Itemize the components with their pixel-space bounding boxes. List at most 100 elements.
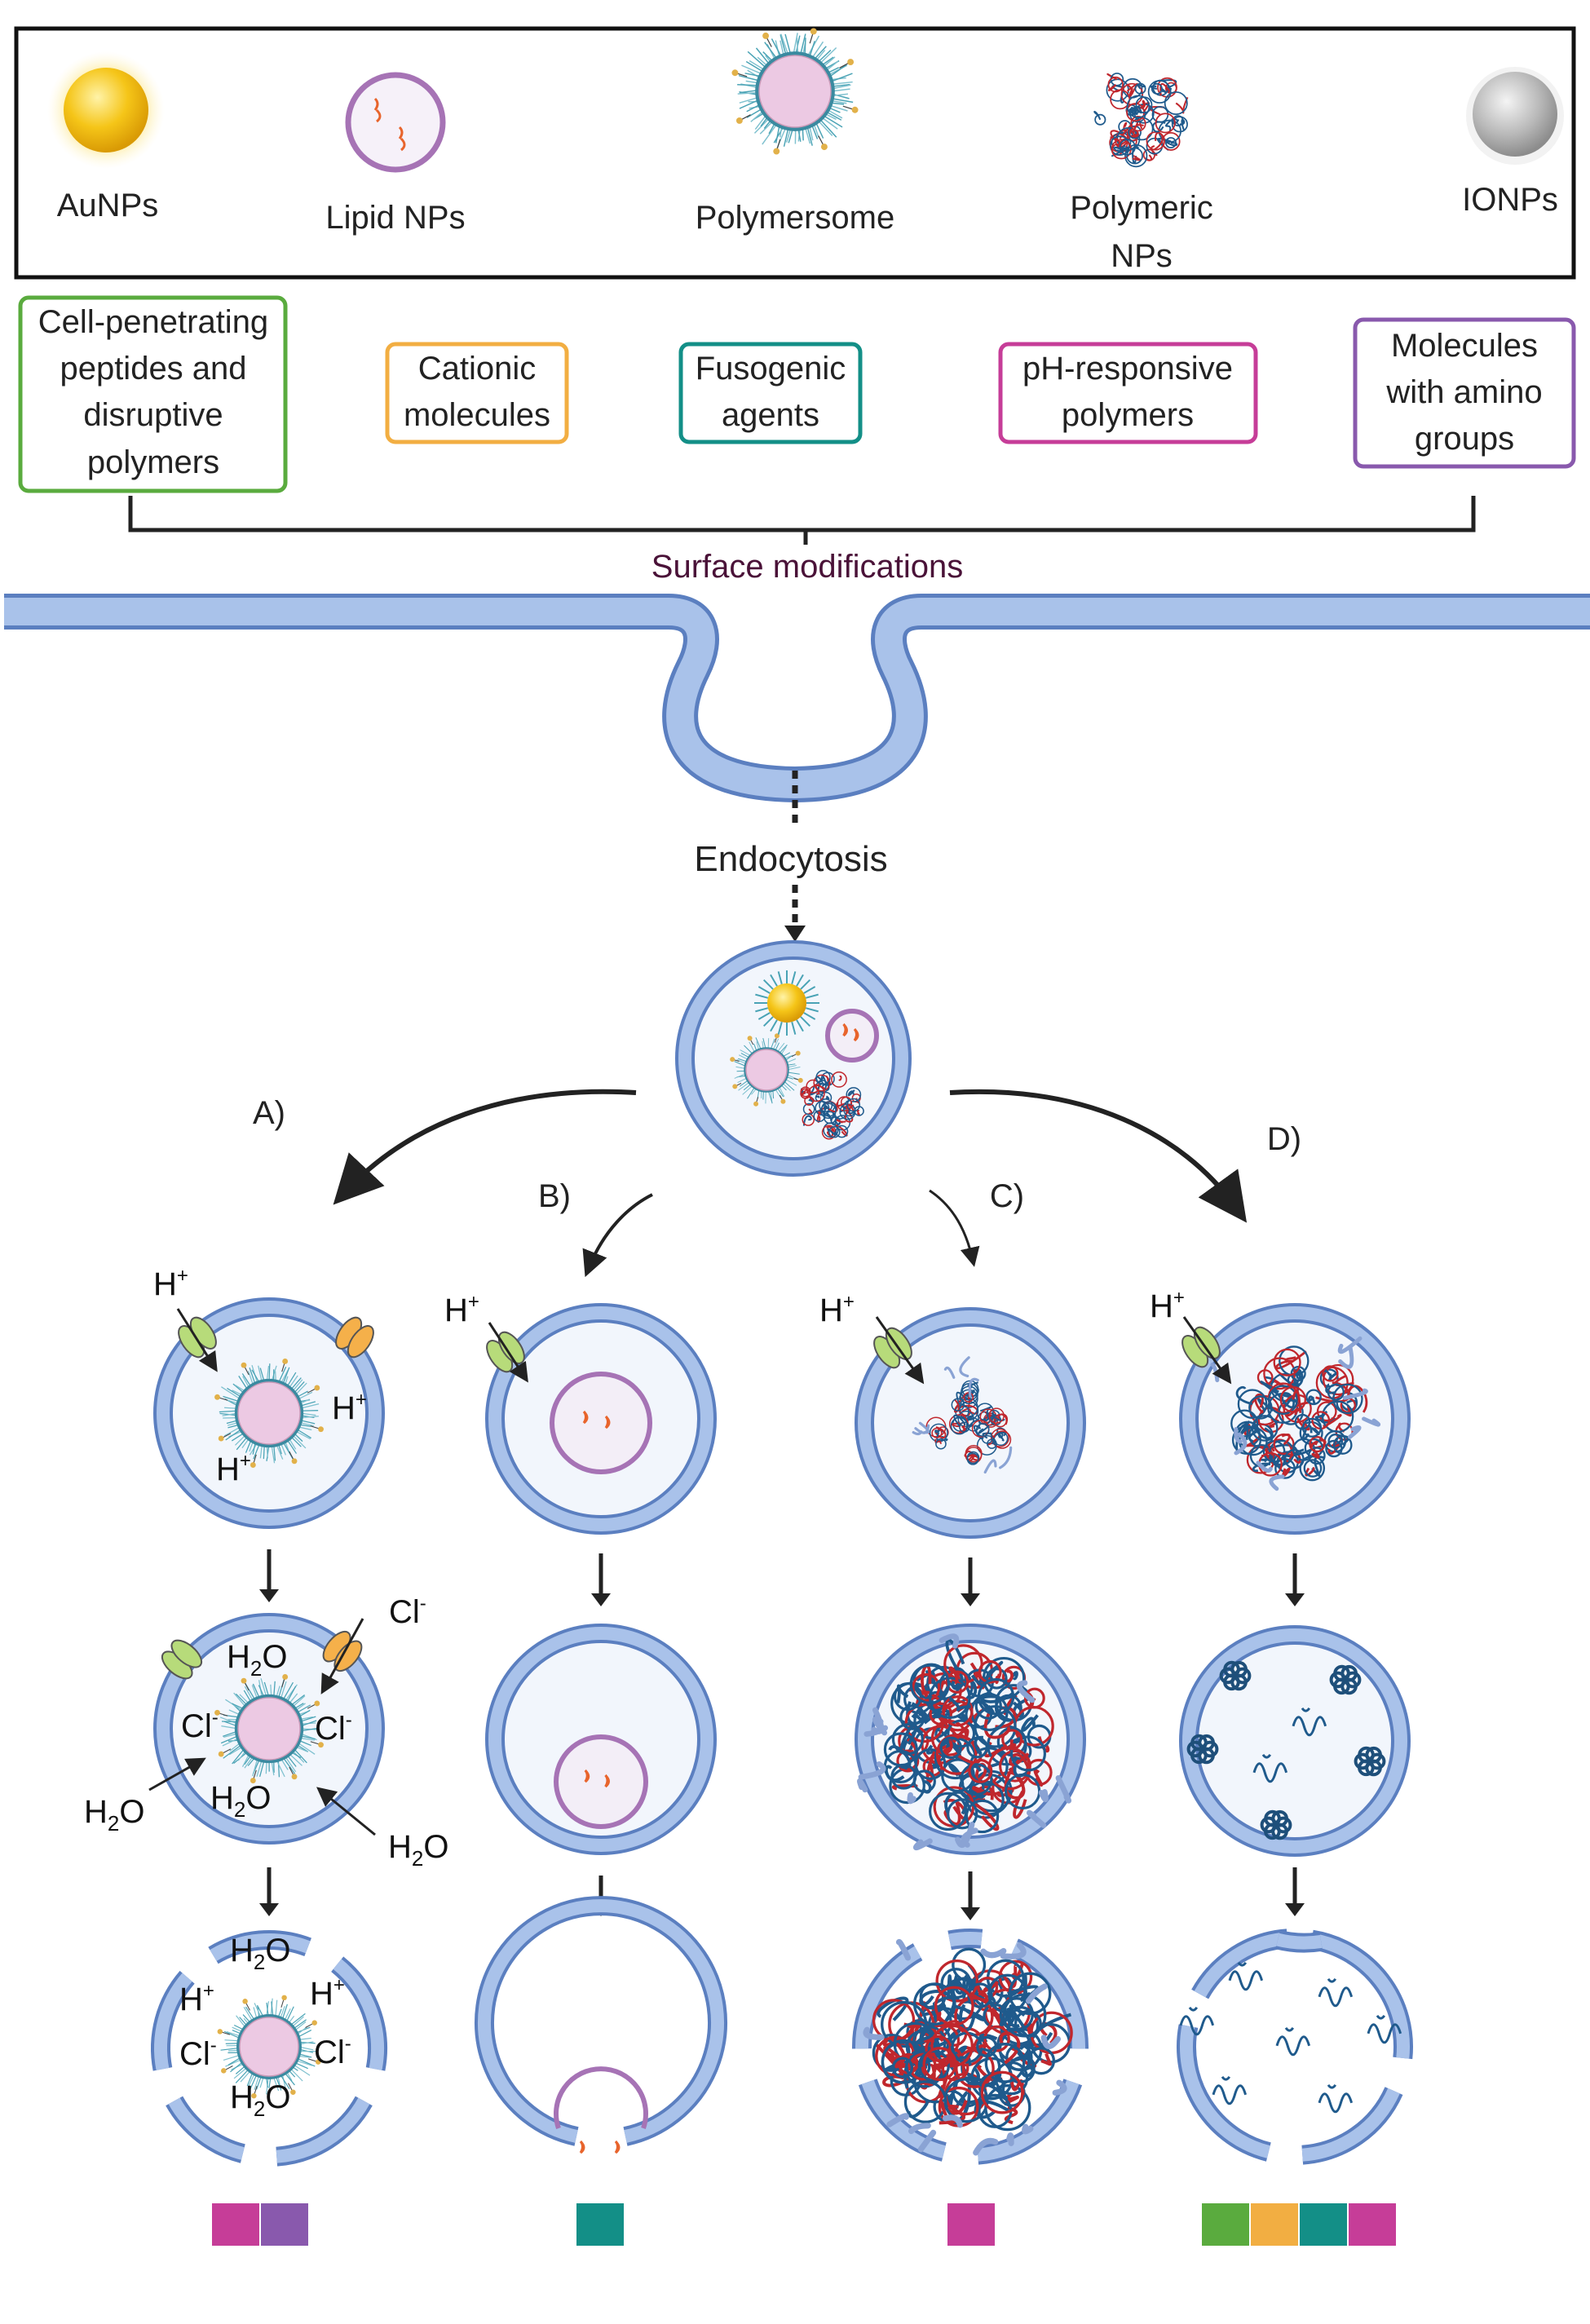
endosome-lipid-nanoparticle — [825, 1009, 879, 1063]
modification-line: groups — [1415, 421, 1514, 457]
polymersome-icon-shape — [731, 28, 859, 155]
endosome-polymersome — [730, 1033, 803, 1107]
proton-pump-icon — [178, 1316, 217, 1359]
proton-pump-icon — [161, 1639, 203, 1680]
proton-pump-icon — [1181, 1326, 1221, 1368]
legend-color-swatch — [1300, 2203, 1347, 2246]
iron-oxide-nanoparticle-icon — [1466, 67, 1564, 165]
modification-line: disruptive — [83, 397, 223, 433]
legend-color-swatch — [1349, 2203, 1396, 2246]
water-label: H2O — [230, 2079, 290, 2121]
lipid-vesicle-b1 — [550, 1372, 652, 1474]
modification-box-3: pH-responsive polymers — [998, 342, 1258, 444]
modification-line: with amino — [1385, 374, 1542, 410]
lipid-vesicle-fusing — [554, 1734, 648, 1829]
modification-box-2: Fusogenic agents — [678, 342, 863, 444]
pathway-b-arrow — [582, 1193, 653, 1278]
water-influx-arrow — [148, 1757, 206, 1792]
polymer-clump — [1260, 1809, 1292, 1840]
proton-label: H+ — [1150, 1287, 1185, 1324]
swollen-polymer-c2 — [857, 1633, 1071, 1851]
chloride-influx-arrow — [320, 1618, 364, 1694]
polymeric-nanoparticle-icon — [1093, 73, 1189, 168]
pathway-label-d: D) — [1267, 1121, 1301, 1157]
nanoparticle-label-0: AuNPs — [57, 188, 159, 223]
legend-color-swatch — [261, 2203, 308, 2246]
pathway-label-b: B) — [538, 1178, 571, 1214]
water-label: H2O — [210, 1780, 271, 1822]
proton-influx-arrow — [1182, 1316, 1232, 1385]
proton-label: H+ — [153, 1265, 188, 1302]
chloride-label: Cl- — [314, 2033, 351, 2070]
surface-modifications-label: Surface modifications — [651, 549, 963, 585]
modification-line: polymers — [1062, 397, 1194, 433]
modification-line: molecules — [404, 397, 550, 433]
water-influx-arrow — [316, 1787, 376, 1836]
polymersome-a2 — [214, 1674, 324, 1783]
legend-color-swatch — [212, 2203, 259, 2246]
polymer-coil — [1228, 1961, 1264, 1991]
modification-line: pH-responsive — [1022, 351, 1233, 387]
water-label: H2O — [227, 1639, 287, 1681]
chloride-label: Cl- — [179, 2035, 217, 2072]
gold-nanoparticle-icon — [47, 51, 165, 169]
cell-membrane — [4, 594, 1590, 802]
surface-modifications-bracket — [128, 496, 1476, 545]
proton-influx-arrow — [176, 1308, 218, 1372]
proton-label: H+ — [819, 1291, 855, 1328]
pathway-d-arrow — [949, 1089, 1248, 1223]
endocytosis-label: Endocytosis — [694, 839, 887, 879]
modification-line: Cationic — [418, 351, 537, 387]
polymer-clump — [1329, 1664, 1362, 1695]
ruptured-endosome-d — [1177, 1929, 1413, 2165]
modification-line: agents — [722, 397, 819, 433]
endosome-d2 — [1179, 1625, 1411, 1857]
fused-endosome-b3 — [475, 1896, 727, 2154]
polymer-clump — [1354, 1746, 1386, 1777]
lipid-nanoparticle-icon — [345, 72, 446, 173]
main-endosome — [675, 940, 912, 1177]
legend-color-swatch — [576, 2203, 624, 2246]
mechanism-legend — [212, 2203, 1396, 2246]
modification-line: Fusogenic — [696, 351, 846, 387]
modification-box-4: Molecules with amino groups — [1353, 317, 1576, 469]
endosome-gold-nanoparticle — [754, 970, 819, 1036]
polymer-coil — [1252, 1753, 1288, 1783]
legend-color-swatch — [947, 2203, 995, 2246]
pathway-label-a: A) — [253, 1095, 285, 1131]
pathway-c-arrow — [929, 1189, 980, 1267]
nanoparticle-label-3a: Polymeric — [1070, 190, 1213, 226]
proton-label: H+ — [332, 1389, 367, 1426]
polymersome-a1 — [214, 1359, 324, 1468]
polymeric-nanoparticle-shape — [1093, 73, 1189, 168]
modification-line: Molecules — [1391, 328, 1538, 364]
proton-label: H+ — [179, 1980, 214, 2017]
pathway-a-arrow — [333, 1089, 637, 1205]
proton-label: H+ — [216, 1450, 251, 1487]
polymer-coil — [1367, 2014, 1402, 2044]
proton-pump-icon — [873, 1327, 912, 1369]
swollen-polymer-c3 — [863, 1938, 1073, 2156]
chloride-label: Cl- — [315, 1709, 352, 1747]
proton-influx-arrow — [488, 1322, 528, 1383]
polymer-coil — [1318, 1977, 1354, 2008]
polymersome-a3 — [217, 1995, 321, 2099]
polymer-ball-c1 — [912, 1356, 1013, 1474]
water-label: H2O — [230, 1933, 290, 1974]
modification-box-1: Cationic molecules — [385, 342, 569, 444]
chloride-channel-icon — [335, 1316, 374, 1359]
nanoparticle-label-1: Lipid NPs — [325, 200, 465, 236]
modification-box-0: Cell-penetrating peptides and disruptive… — [18, 295, 288, 493]
modification-line: peptides and — [60, 351, 246, 387]
pathway-columns — [148, 1297, 1413, 2167]
proton-label: H+ — [310, 1974, 345, 2012]
modification-line: polymers — [87, 444, 219, 480]
polymer-ball-d1 — [1210, 1336, 1381, 1491]
nanoparticle-label-3b: NPs — [1111, 238, 1173, 274]
polymer-clump — [1186, 1734, 1219, 1765]
polymer-coil — [1292, 1707, 1327, 1737]
water-label: H2O — [388, 1829, 448, 1871]
chloride-label: Cl- — [389, 1593, 426, 1630]
chloride-channel-icon — [322, 1630, 363, 1672]
